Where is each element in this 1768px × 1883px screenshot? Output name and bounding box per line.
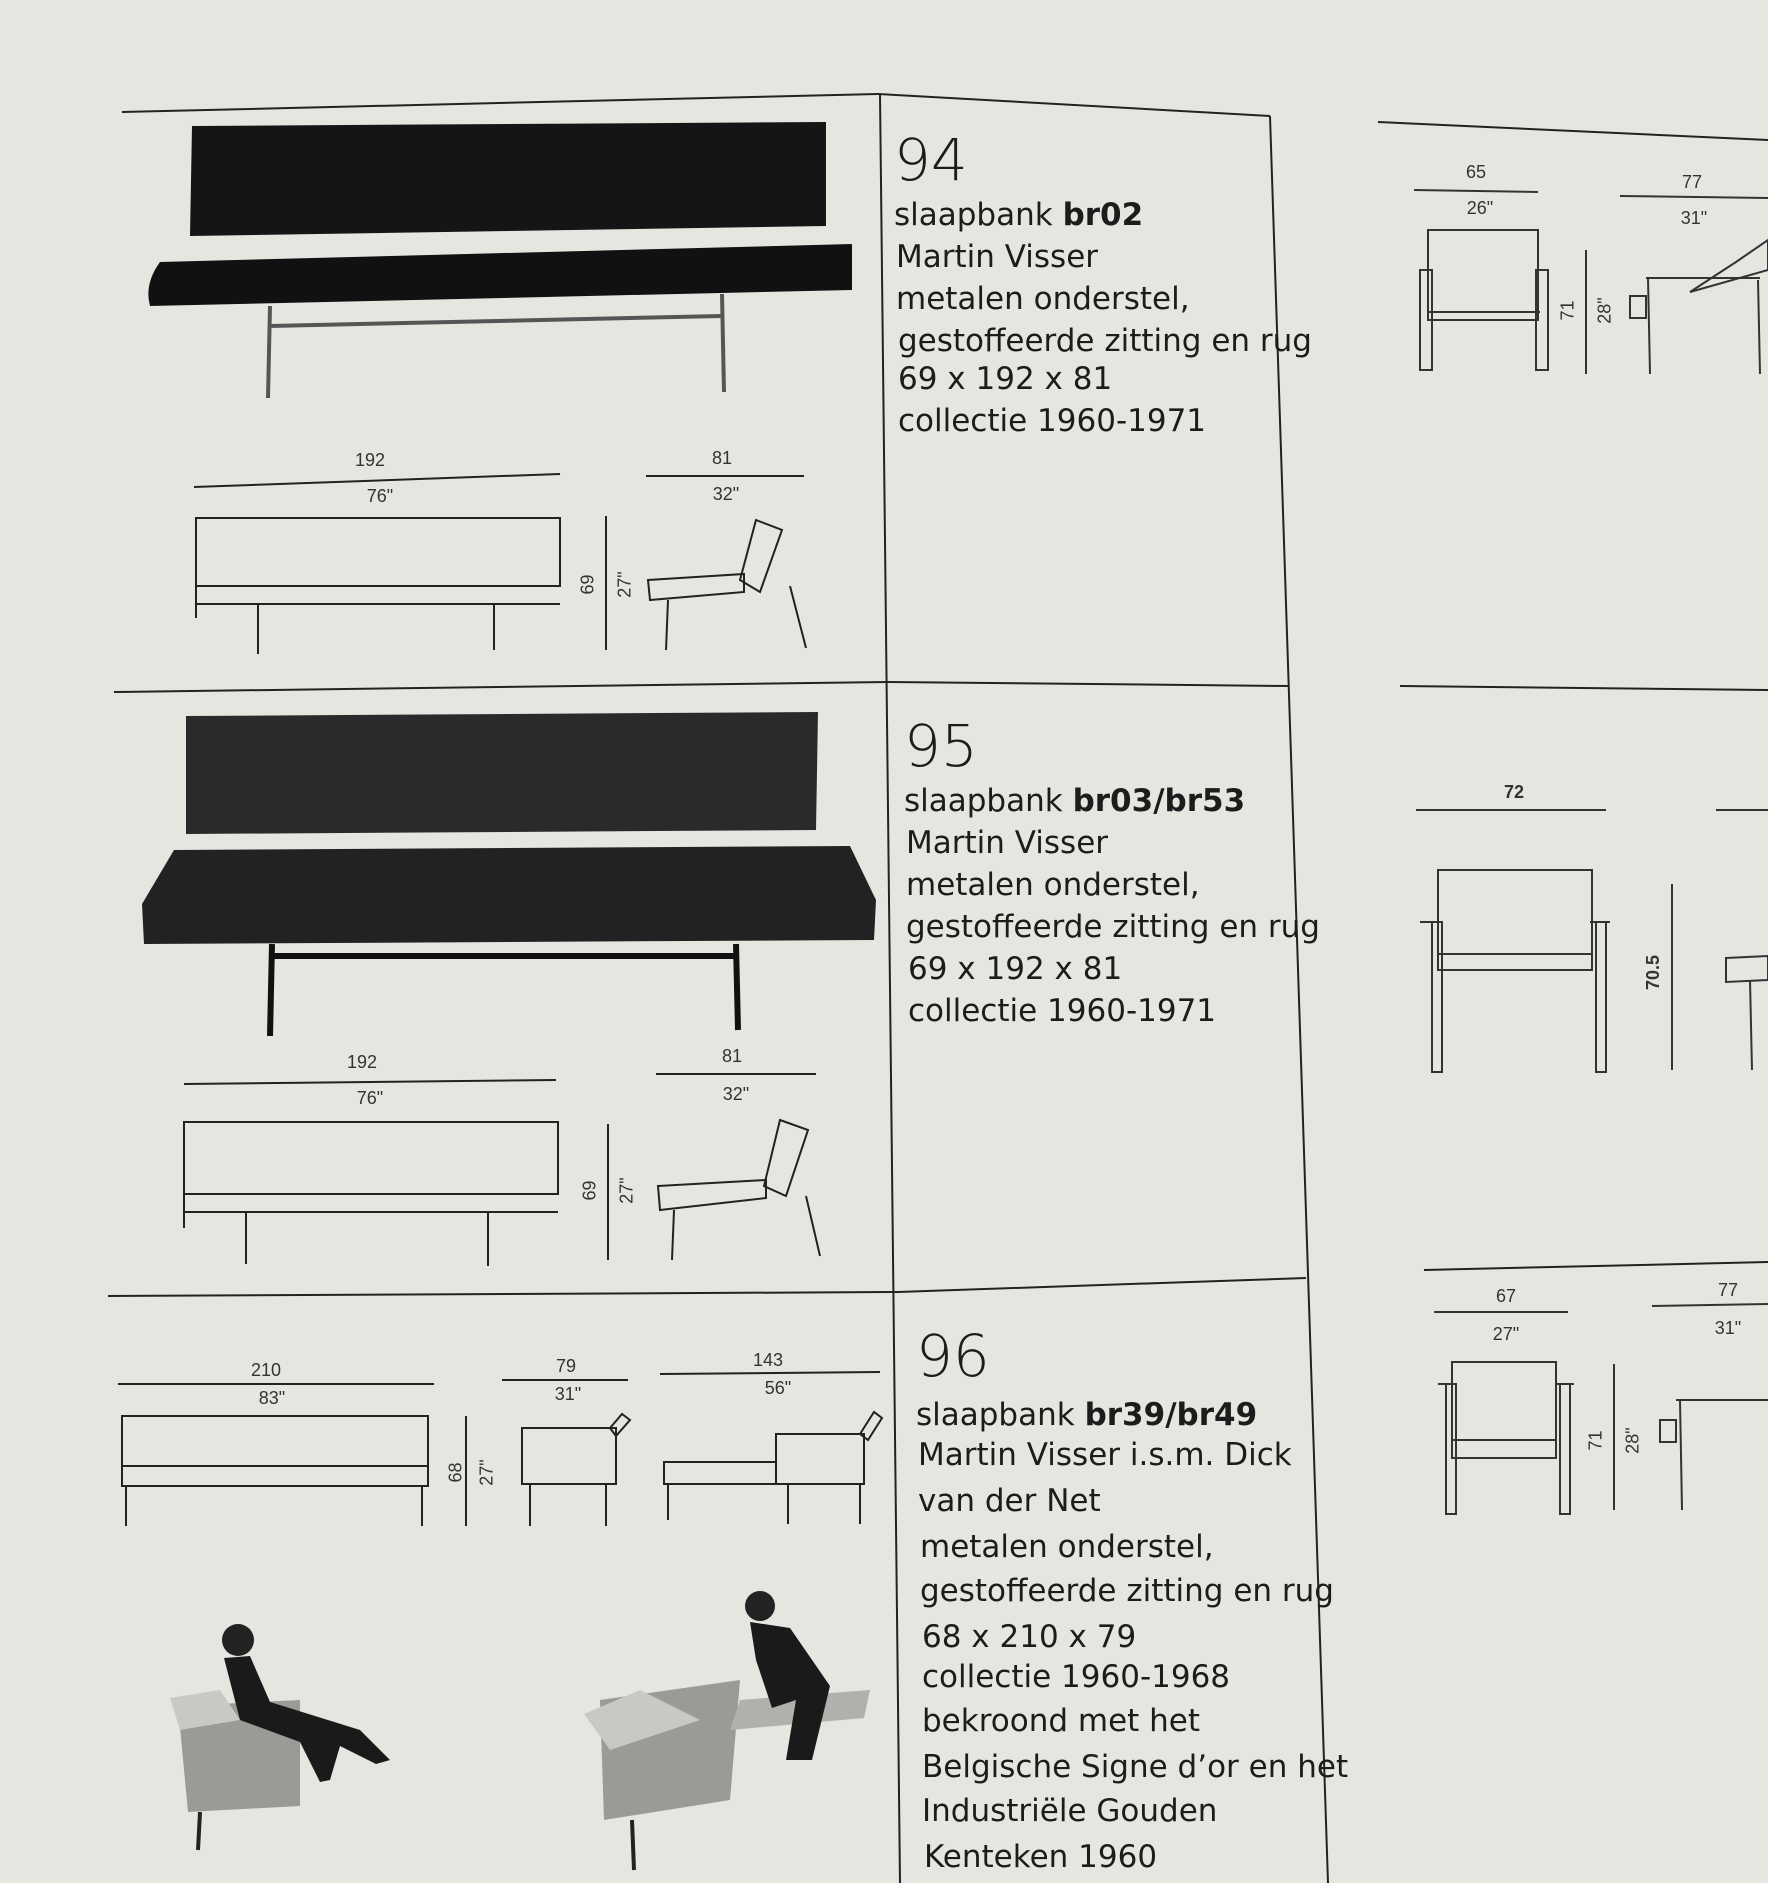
entry-number: 94 [894,126,968,194]
chair-width-in: 27" [1492,1324,1520,1344]
entry-line: gestoffeerde zitting en rug [898,323,1312,359]
entry-line: metalen onderstel, [920,1529,1214,1565]
chair-height-in: 28" [1622,1427,1643,1454]
entry-title: slaapbank br39/br49 [916,1397,1258,1433]
entry-line: 68 x 210 x 79 [922,1619,1137,1655]
entry-line: 69 x 192 x 81 [908,951,1123,987]
dim-depth-cm: 81 [721,1046,743,1066]
dim-width-cm: 192 [346,1052,378,1072]
dim-width-in: 76" [366,486,394,506]
dim-width-cm: 210 [250,1360,282,1380]
dim-width-in: 76" [356,1088,384,1108]
entry-line: collectie 1960-1971 [908,993,1217,1029]
chair-depth-in: 31" [1714,1318,1742,1338]
entry-line: Martin Visser i.s.m. Dick [918,1437,1292,1473]
entry-line: 69 x 192 x 81 [898,361,1113,397]
chair-depth-cm: 77 [1717,1280,1739,1300]
entry-line: bekroond met het [922,1703,1201,1739]
entry-number: 95 [904,712,978,780]
dim-open-cm: 143 [752,1350,784,1370]
chair-depth-cm: 77 [1681,172,1703,192]
entry-line: Belgische Signe d’or en het [922,1749,1349,1785]
chair-height-cm: 71 [1585,1430,1606,1451]
chair-height-cm: 70.5 [1643,954,1664,991]
chair-width-in: 26" [1466,198,1494,218]
chair-width-cm: 65 [1465,162,1487,182]
entry-line: van der Net [918,1483,1101,1519]
entry-line: metalen onderstel, [896,281,1190,317]
dim-height-in: 27" [476,1459,497,1486]
dim-open-in: 56" [764,1378,792,1398]
dim-depth-in: 32" [722,1084,750,1104]
chair-height-in: 28" [1594,297,1615,324]
entry-line: metalen onderstel, [906,867,1200,903]
entry-line: Kenteken 1960 [924,1839,1158,1875]
entry-line: collectie 1960-1968 [922,1659,1231,1695]
chair-depth-in: 31" [1680,208,1708,228]
entry-line: gestoffeerde zitting en rug [906,909,1320,945]
dim-depth-cm: 79 [555,1356,577,1376]
chair-width-cm: 67 [1495,1286,1517,1306]
entry-title: slaapbank br02 [894,197,1144,233]
entry-line: Martin Visser [896,239,1099,275]
entry-line: Martin Visser [906,825,1109,861]
entry-number: 96 [916,1322,990,1390]
entry-line: collectie 1960-1971 [898,403,1207,439]
dim-width-in: 83" [258,1388,286,1408]
entry-line: gestoffeerde zitting en rug [920,1573,1334,1609]
dim-width-cm: 192 [354,450,386,470]
dim-height-cm: 68 [445,1462,466,1483]
dim-depth-cm: 81 [711,448,733,468]
chair-width-cm: 72 [1503,782,1525,802]
dim-depth-in: 31" [554,1384,582,1404]
dim-depth-in: 32" [712,484,740,504]
entry-title: slaapbank br03/br53 [904,783,1246,819]
entry-line: Industriële Gouden [922,1793,1218,1829]
chair-height-cm: 71 [1557,300,1578,321]
